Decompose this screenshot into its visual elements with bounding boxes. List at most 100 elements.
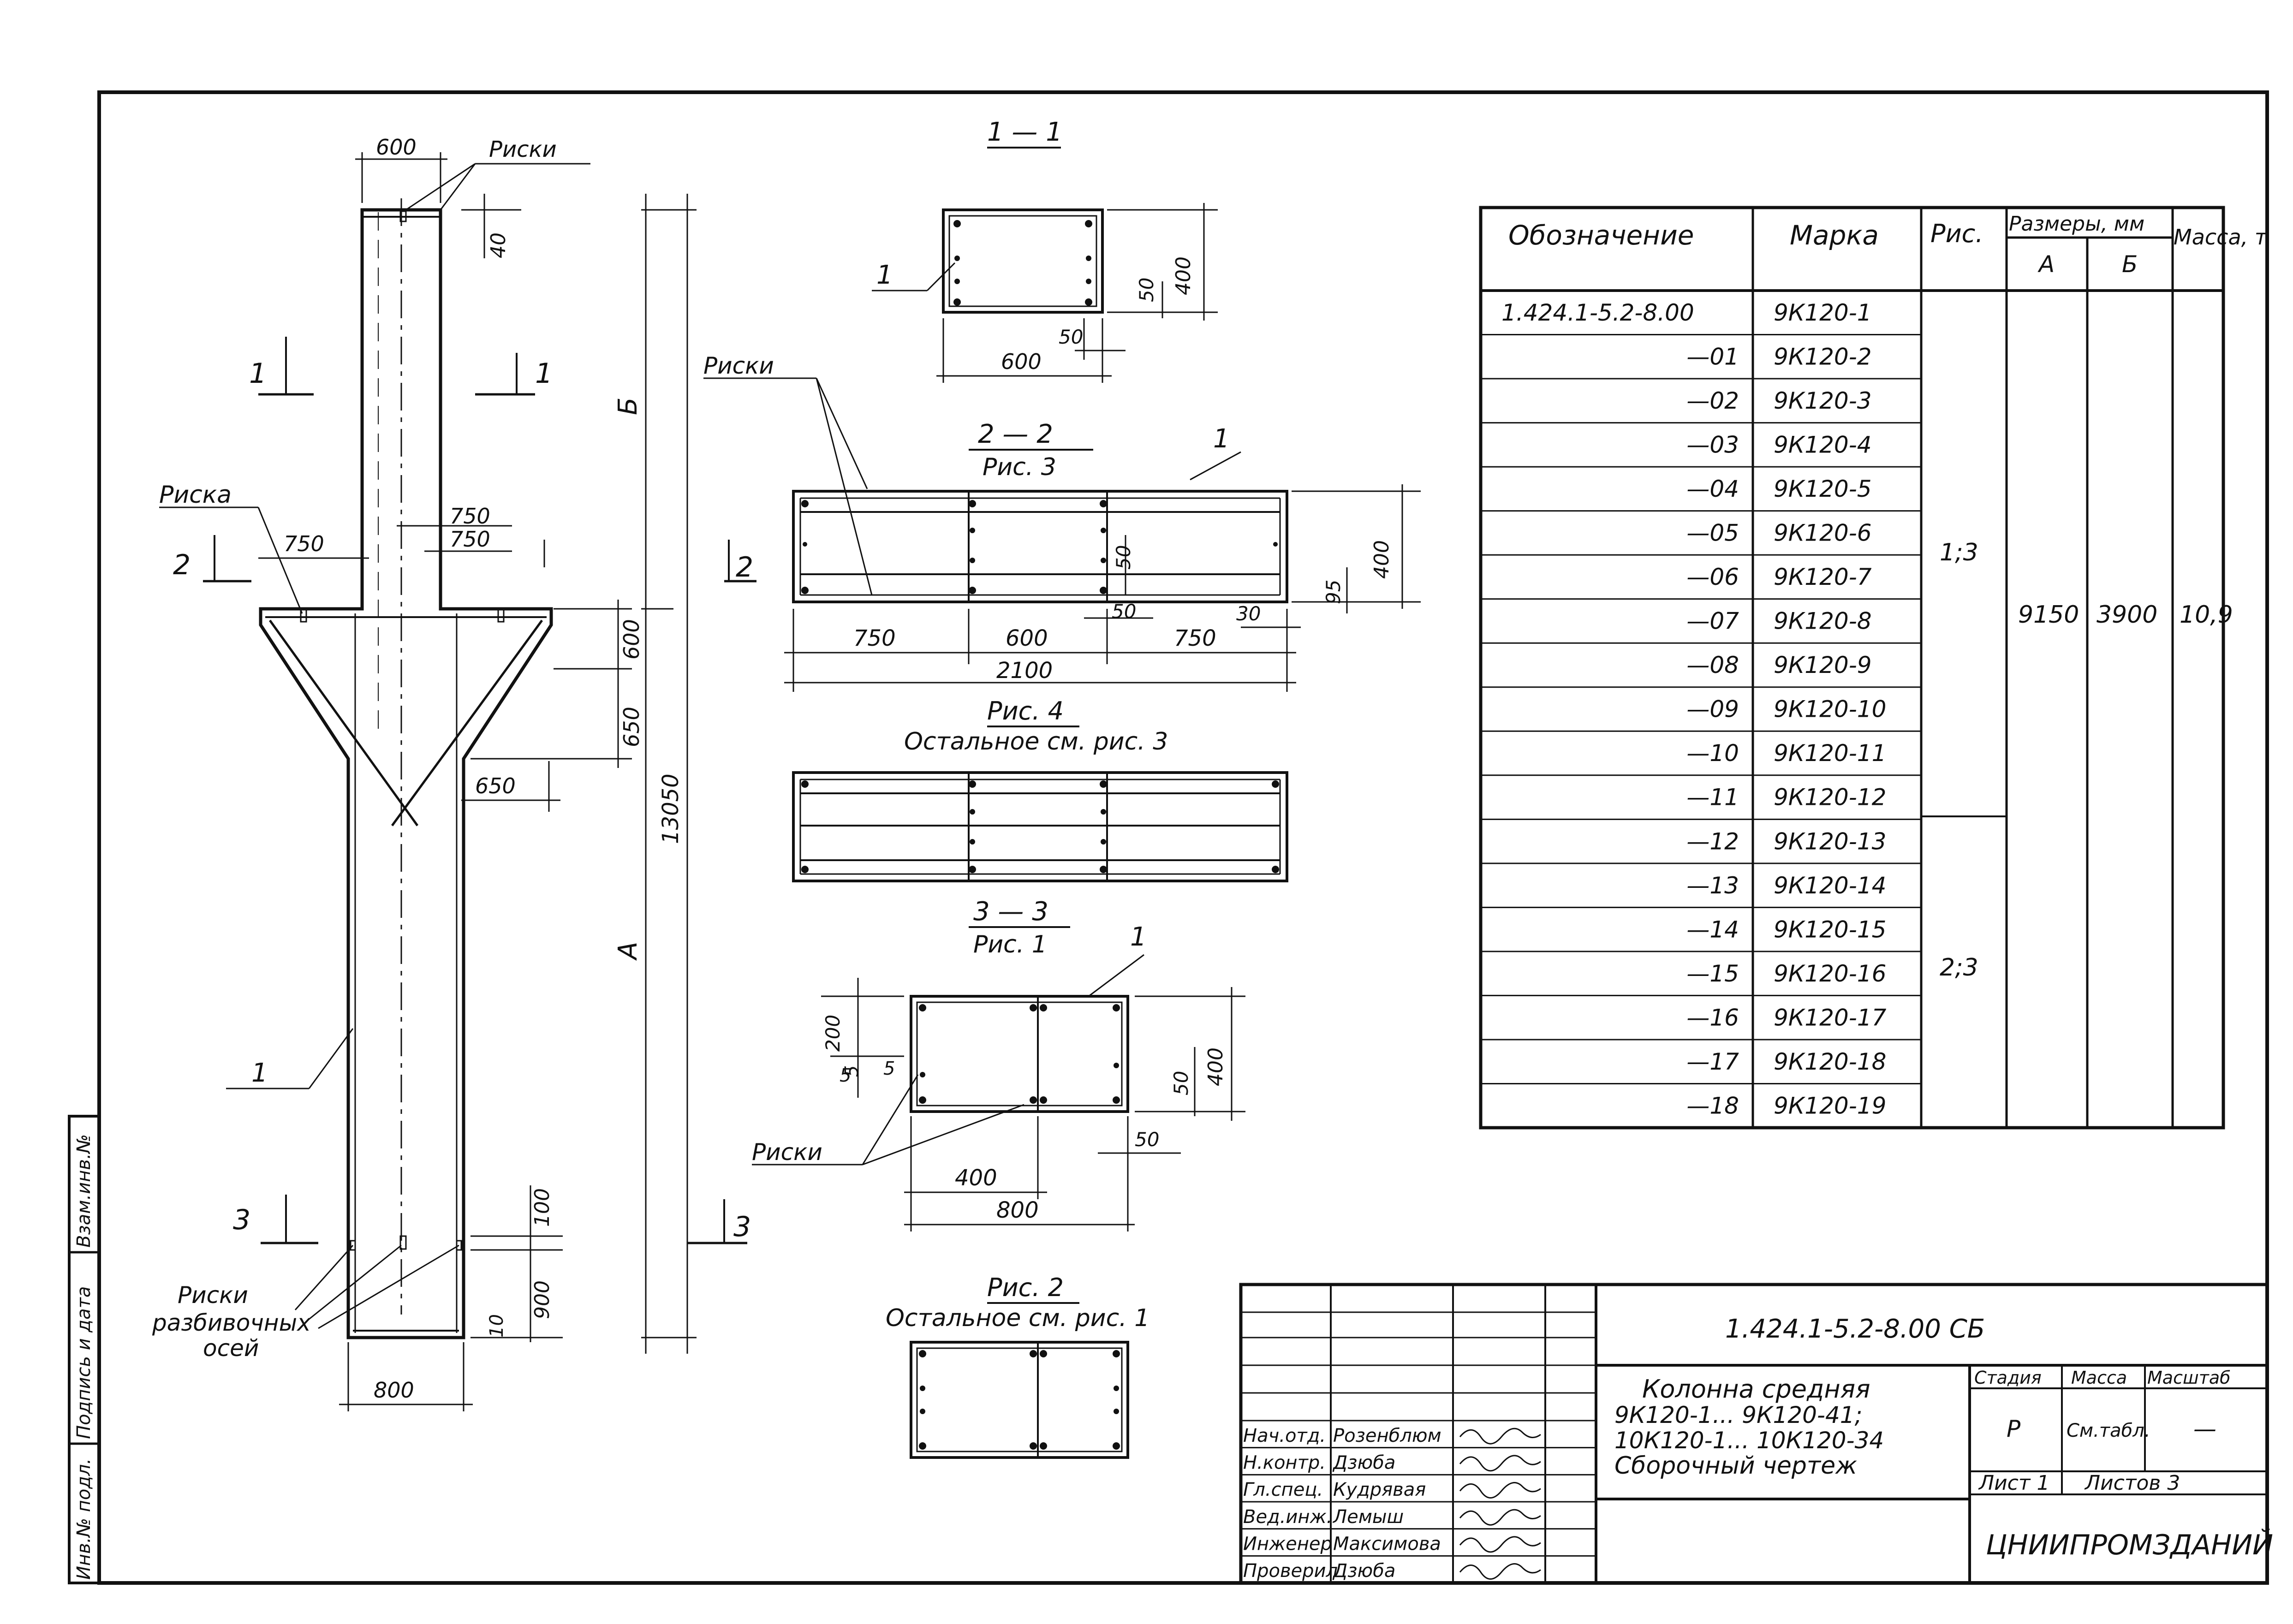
fig-2-title: Рис. 2 — [987, 1273, 1064, 1302]
spec-table: Обозначение Марка Рис. Размеры, мм А Б М… — [1479, 206, 2268, 1130]
signature-mark — [1459, 1563, 1541, 1580]
section-1-right: 1 — [535, 357, 553, 390]
spec-header-fig: Рис. — [1930, 219, 1983, 248]
spec-header-sizes: Размеры, мм — [2009, 212, 2144, 236]
spec-row-mark: 9К120-12 — [1774, 784, 1886, 811]
section-1-1-leader: 1 — [876, 260, 893, 290]
section-2-2-dim-750-r: 750 — [1174, 625, 1216, 651]
section-2-2-leader: 1 — [1213, 424, 1230, 454]
section-3-3-dim-400-h: 400 — [955, 1165, 997, 1191]
title-block-name-3: 10К120-1... 10К120-34 — [1614, 1427, 1884, 1454]
section-2-left: 2 — [173, 549, 191, 581]
spec-row-mark: 9К120-1 — [1774, 299, 1872, 326]
leader-1: 1 — [251, 1058, 268, 1088]
spec-row-designation: —09 — [1686, 696, 1739, 723]
spec-row-designation: —04 — [1686, 476, 1739, 502]
spec-row-mark: 9К120-9 — [1774, 652, 1872, 678]
spec-row-mark: 9К120-4 — [1774, 432, 1872, 458]
spec-row-mark: 9К120-6 — [1774, 520, 1872, 547]
column-elevation: 600 Риски 40 1 1 Риска 2 2 750 750 — [152, 135, 756, 1411]
spec-row-designation: —02 — [1686, 387, 1739, 414]
fig-4: Рис. 4 Остальное см. рис. 3 — [792, 696, 1288, 882]
dim-total: 13050 — [658, 773, 684, 844]
dim-B: Б — [613, 398, 643, 415]
spec-fig-group-1: 1;3 — [1940, 539, 1978, 566]
title-block-stage-value: Р — [2007, 1416, 2021, 1442]
spec-row-mark: 9К120-2 — [1774, 343, 1872, 370]
section-2-2: 2 — 2 Рис. 3 Риски 1 50 95 400 — [703, 352, 1421, 692]
title-block: Нач.отд.РозенблюмН.контр.ДзюбаГл.спец.Ку… — [1239, 1283, 2273, 1585]
spec-row-designation: —16 — [1686, 1004, 1739, 1031]
section-3-3-title: 3 — 3 — [973, 897, 1048, 927]
spec-row-mark: 9К120-14 — [1774, 872, 1886, 899]
dim-10: 10 — [486, 1314, 507, 1338]
spec-row-mark: 9К120-11 — [1774, 740, 1886, 767]
signer-name: Розенблюм — [1333, 1425, 1441, 1446]
dim-top-width: 600 — [376, 135, 417, 160]
spec-row-mark: 9К120-16 — [1774, 960, 1886, 987]
spec-header-mark: Марка — [1790, 220, 1879, 251]
signer-role: Гл.спец. — [1243, 1479, 1323, 1500]
spec-row-designation: —01 — [1686, 343, 1739, 370]
spec-row-designation: —13 — [1686, 872, 1739, 899]
signature-mark — [1459, 1509, 1541, 1526]
spec-row-mark: 9К120-17 — [1774, 1004, 1887, 1031]
spec-row-designation: —06 — [1686, 564, 1739, 590]
section-3-3-leader: 1 — [1130, 922, 1147, 952]
spec-row-mark: 9К120-7 — [1774, 564, 1872, 590]
dim-100: 100 — [530, 1188, 554, 1227]
label-riski-axes-3: осей — [203, 1335, 259, 1362]
sheet-frame — [97, 90, 2269, 1585]
section-3-3-dim-5a: 5 — [841, 1065, 863, 1077]
spec-value-a: 9150 — [2018, 601, 2079, 629]
title-block-sheet-label: Лист 1 — [1978, 1471, 2049, 1495]
section-3-3-dim-400-v: 400 — [1204, 1047, 1227, 1086]
spec-row-designation: —05 — [1686, 520, 1739, 547]
signature-mark — [1459, 1455, 1541, 1472]
section-2-2-dim-600: 600 — [1006, 625, 1048, 651]
spec-row-designation: —15 — [1686, 960, 1739, 987]
section-3-left: 3 — [233, 1204, 250, 1236]
section-2-2-dim-2100: 2100 — [996, 658, 1053, 684]
title-block-org: ЦНИИПРОМЗДАНИЙ — [1986, 1529, 2273, 1561]
section-2-2-dim-400: 400 — [1370, 540, 1394, 579]
section-1-1-dim-50-v: 50 — [1135, 278, 1158, 302]
title-block-scale-value: — — [2193, 1416, 2216, 1442]
signer-name: Дзюба — [1332, 1452, 1395, 1473]
signer-role: Н.контр. — [1243, 1452, 1326, 1473]
title-block-code: 1.424.1-5.2-8.00 СБ — [1725, 1314, 1985, 1344]
spec-row-mark: 9К120-8 — [1774, 608, 1872, 635]
spec-header-size-a: А — [2037, 251, 2055, 278]
section-3-3-dim-50-v: 50 — [1170, 1071, 1192, 1095]
side-stamp-vzam: Взам.инв.№ — [73, 1134, 95, 1248]
spec-header-mass: Масса, т — [2174, 225, 2268, 250]
signer-name: Дзюба — [1332, 1560, 1395, 1582]
spec-row-designation: —17 — [1686, 1048, 1739, 1075]
label-riska: Риска — [159, 481, 232, 509]
section-2-2-title: 2 — 2 — [978, 419, 1053, 449]
signer-name: Лемыш — [1332, 1506, 1404, 1528]
dim-650-v: 650 — [619, 707, 644, 747]
spec-row-mark: 9К120-15 — [1774, 916, 1886, 943]
spec-row-designation: —11 — [1686, 784, 1739, 811]
section-2-2-label-riski: Риски — [703, 352, 774, 379]
spec-value-mass: 10,9 — [2180, 601, 2233, 629]
section-2-2-dim-50-h: 50 — [1112, 600, 1136, 623]
dim-600-v: 600 — [619, 619, 644, 660]
fig-2: Рис. 2 Остальное см. рис. 1 — [886, 1273, 1149, 1459]
section-2-2-subtitle: Рис. 3 — [983, 453, 1056, 481]
signer-name: Кудрявая — [1333, 1479, 1426, 1500]
spec-row-designation: —07 — [1686, 608, 1739, 635]
signer-name: Максимова — [1333, 1533, 1441, 1554]
dim-A: А — [613, 942, 643, 961]
fig-2-subtitle: Остальное см. рис. 1 — [886, 1304, 1149, 1332]
spec-header-size-b: Б — [2122, 251, 2138, 278]
dim-750-b: 750 — [450, 527, 490, 552]
spec-row-designation: —14 — [1686, 916, 1739, 943]
section-2-2-dim-30: 30 — [1236, 602, 1261, 625]
label-riski-axes-2: разбивочных — [152, 1309, 311, 1336]
title-block-mass-value: См.табл. — [2067, 1420, 2150, 1441]
title-block-sheets-label: Листов 3 — [2084, 1471, 2180, 1495]
spec-value-b: 3900 — [2096, 601, 2157, 629]
